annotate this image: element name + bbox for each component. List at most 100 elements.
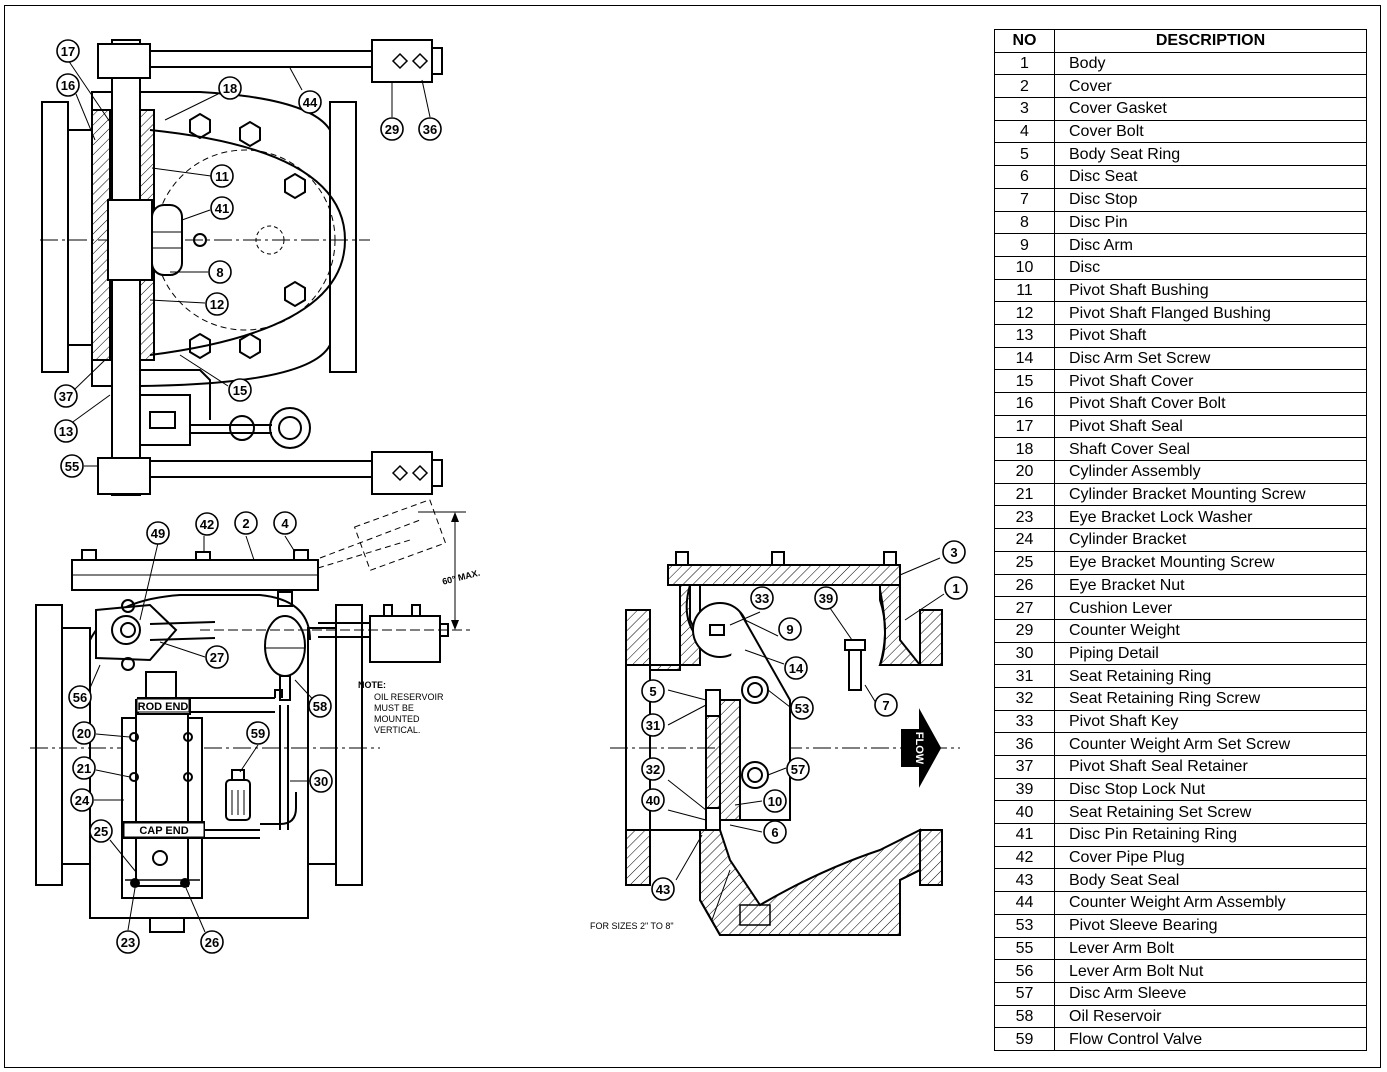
callout-21: 21 <box>72 756 96 780</box>
part-number: 18 <box>994 437 1055 462</box>
svg-text:12: 12 <box>210 297 224 312</box>
part-description: Cylinder Bracket Mounting Screw <box>1054 482 1367 507</box>
part-number: 10 <box>994 255 1055 280</box>
svg-text:5: 5 <box>649 684 656 699</box>
svg-text:21: 21 <box>77 761 91 776</box>
callout-2: 2 <box>234 511 258 535</box>
callout-33: 33 <box>750 586 774 610</box>
callout-18: 18 <box>218 76 242 100</box>
part-description: Cushion Lever <box>1054 596 1367 620</box>
svg-text:10: 10 <box>768 794 782 809</box>
cap-end-label: CAP END <box>139 825 188 837</box>
part-description: Seat Retaining Ring <box>1054 664 1367 688</box>
svg-text:18: 18 <box>223 81 237 96</box>
part-description: Disc Seat <box>1054 165 1367 189</box>
cushion-lever <box>95 603 178 662</box>
part-description: Pivot Shaft Seal <box>1054 414 1367 439</box>
part-number: 33 <box>994 709 1055 734</box>
drawing-labels: ROD END CAP END 60° MAX. NOTE: OIL RESER… <box>123 568 925 931</box>
part-description: Cylinder Bracket <box>1054 528 1367 552</box>
callout-59: 59 <box>246 721 270 745</box>
part-description: Disc Stop <box>1054 187 1367 212</box>
callout-27: 27 <box>205 645 229 669</box>
column-header-no: NO <box>994 29 1055 53</box>
part-number: 29 <box>994 618 1055 643</box>
svg-text:4: 4 <box>281 516 289 531</box>
note-line: MUST BE <box>374 703 414 713</box>
sizes-note: FOR SIZES 2" TO 8" <box>590 921 674 931</box>
part-description: Pivot Shaft Flanged Bushing <box>1054 301 1367 325</box>
part-description: Oil Reservoir <box>1054 1004 1367 1029</box>
part-number: 24 <box>994 528 1055 552</box>
part-number: 1 <box>994 51 1055 76</box>
svg-text:43: 43 <box>656 882 670 897</box>
svg-text:32: 32 <box>646 762 660 777</box>
part-number: 12 <box>994 301 1055 325</box>
callout-25: 25 <box>89 819 113 843</box>
side-elevation <box>30 499 470 933</box>
callout-1: 1 <box>944 576 968 600</box>
part-description: Disc Stop Lock Nut <box>1054 777 1367 802</box>
rod-end-label: ROD END <box>138 701 189 713</box>
part-number: 4 <box>994 119 1055 144</box>
part-number: 21 <box>994 482 1055 507</box>
part-description: Disc Arm Sleeve <box>1054 981 1367 1006</box>
right-flange <box>329 101 357 373</box>
callout-55: 55 <box>60 454 84 478</box>
part-description: Disc Pin Retaining Ring <box>1054 823 1367 847</box>
part-number: 31 <box>994 664 1055 688</box>
part-number: 58 <box>994 1004 1055 1029</box>
angle-label: 60° MAX. <box>441 568 481 587</box>
svg-text:23: 23 <box>121 935 135 950</box>
part-description: Counter Weight Arm Assembly <box>1054 891 1367 915</box>
svg-text:41: 41 <box>215 201 229 216</box>
svg-text:9: 9 <box>786 622 793 637</box>
part-number: 11 <box>994 278 1055 303</box>
part-number: 53 <box>994 913 1055 938</box>
svg-text:1: 1 <box>952 581 959 596</box>
svg-text:33: 33 <box>755 591 769 606</box>
table-header-row: NO DESCRIPTION <box>994 29 1367 53</box>
callout-13: 13 <box>54 419 78 443</box>
part-number: 56 <box>994 959 1055 983</box>
callout-12: 12 <box>205 292 229 316</box>
part-description: Eye Bracket Lock Washer <box>1054 505 1367 530</box>
part-description: Pivot Sleeve Bearing <box>1054 913 1367 938</box>
svg-text:37: 37 <box>59 389 73 404</box>
callouts: 17 16 18 44 29 36 11 41 8 12 15 37 13 55… <box>54 39 968 954</box>
callout-32: 32 <box>641 757 665 781</box>
svg-text:29: 29 <box>385 122 399 137</box>
callout-7: 7 <box>874 693 898 717</box>
callout-17: 17 <box>56 39 80 63</box>
part-number: 36 <box>994 732 1055 756</box>
svg-text:53: 53 <box>795 701 809 716</box>
svg-text:49: 49 <box>151 526 165 541</box>
part-number: 17 <box>994 414 1055 439</box>
callout-58: 58 <box>308 694 332 718</box>
part-number: 13 <box>994 323 1055 348</box>
column-header-description: DESCRIPTION <box>1054 29 1367 53</box>
svg-text:15: 15 <box>233 383 247 398</box>
